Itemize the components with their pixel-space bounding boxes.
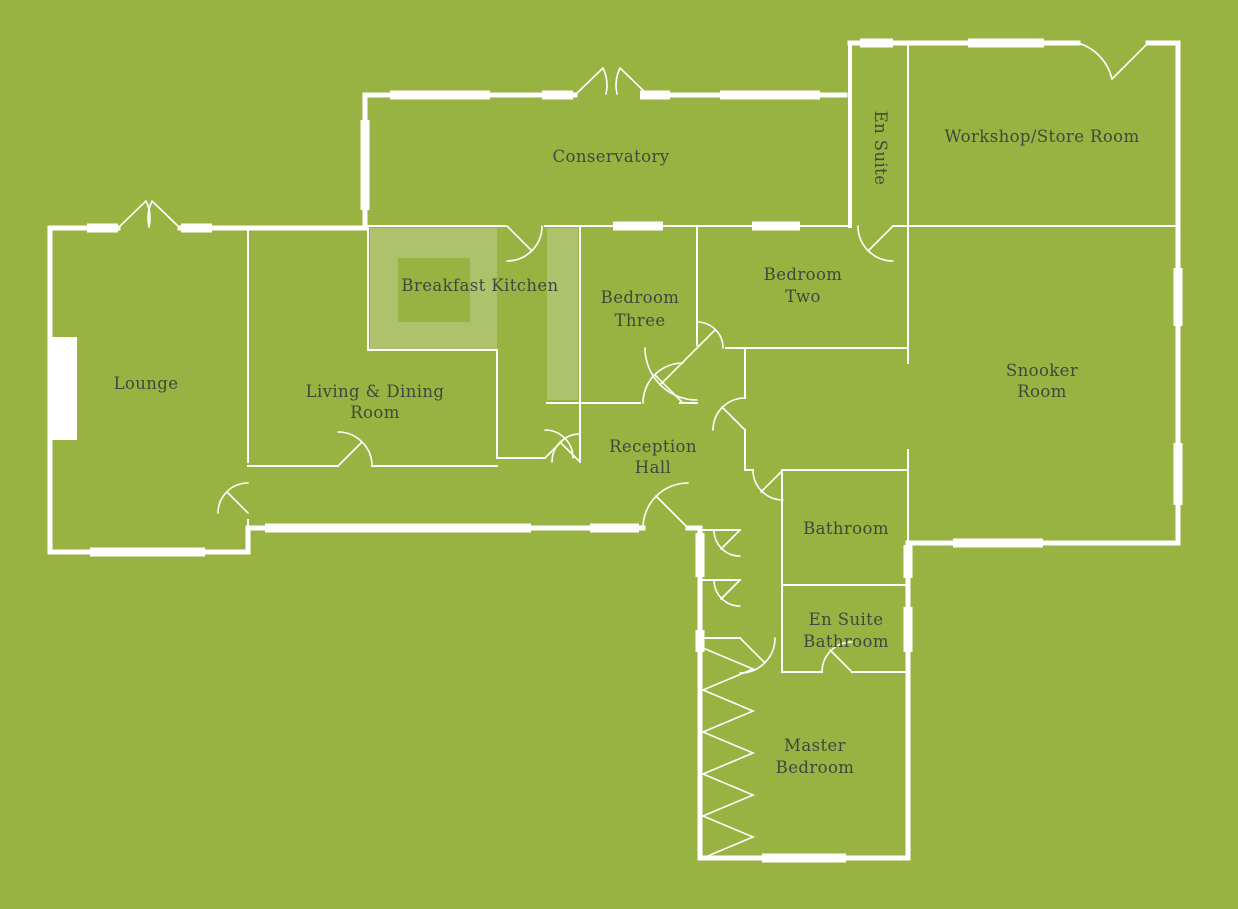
room-label-ensuite-bathroom-2: Bathroom (803, 632, 889, 651)
window-bar (762, 853, 846, 863)
room-label-master-bedroom-1: Master (784, 736, 846, 755)
room-label-bedroom-two-1: Bedroom (764, 265, 843, 284)
master-bedroom-door (739, 637, 776, 674)
wardrobe-bifold-doors (700, 647, 756, 859)
cupboard-door-2 (713, 579, 741, 607)
window-bar (860, 38, 893, 48)
interior-walls (247, 42, 1179, 673)
room-label-snooker-2: Room (1017, 382, 1067, 401)
window-bar (695, 533, 705, 577)
window-bar (695, 630, 705, 652)
window-bar (1173, 443, 1183, 505)
inner-hall-door (712, 397, 746, 431)
french-doors-conservatory (574, 67, 649, 96)
window-bar (752, 221, 800, 231)
conservatory-kitchen-door (506, 225, 543, 262)
window-bar (613, 221, 663, 231)
room-label-living-dining-2: Room (350, 403, 400, 422)
kitchen-double-doors (544, 429, 581, 463)
lounge-door (217, 482, 249, 514)
room-label-ensuite-bathroom-1: En Suite (809, 610, 884, 629)
room-labels: Lounge Living & Dining Room Breakfast Ki… (114, 111, 1140, 777)
hall-corridor-door (644, 347, 698, 401)
kitchen-counter-strip (547, 228, 578, 400)
bathroom-door (752, 469, 784, 501)
window-bar (953, 538, 1043, 548)
room-label-reception-2: Hall (635, 458, 671, 477)
french-doors-lounge (117, 200, 181, 229)
window-bar (590, 523, 639, 533)
window-bar (390, 90, 490, 100)
window-bar (1173, 268, 1183, 326)
window-bar (542, 90, 573, 100)
door-swings (117, 42, 1149, 859)
window-bar (640, 90, 670, 100)
window-bar (87, 223, 118, 233)
ensuite-door (857, 225, 894, 262)
room-label-living-dining-1: Living & Dining (306, 382, 445, 401)
windows (87, 38, 1183, 863)
bedroom-three-door (642, 362, 684, 404)
workshop-door (1077, 42, 1149, 80)
window-bar (360, 120, 370, 210)
room-label-snooker-1: Snooker (1006, 361, 1078, 380)
room-label-master-bedroom-2: Bedroom (776, 758, 855, 777)
ensuite-bathroom-door (821, 641, 853, 673)
room-label-bedroom-three-1: Bedroom (601, 288, 680, 307)
room-label-conservatory: Conservatory (552, 147, 669, 166)
kitchen-counter-cutout (398, 258, 470, 322)
room-label-breakfast-kitchen: Breakfast Kitchen (401, 276, 558, 295)
kitchen-counter-areas (370, 228, 578, 400)
cupboard-door-1 (713, 529, 741, 557)
interior-wall-path (247, 42, 1179, 673)
window-bar (903, 607, 913, 652)
room-label-bathroom: Bathroom (803, 519, 889, 538)
window-bar (181, 223, 212, 233)
room-label-lounge: Lounge (114, 374, 179, 393)
window-bar (720, 90, 820, 100)
window-bar (265, 523, 531, 533)
bedroom-two-door (696, 321, 724, 349)
room-label-bedroom-three-2: Three (614, 311, 665, 330)
room-label-en-suite: En Suite (871, 111, 890, 186)
front-door (642, 482, 689, 529)
window-bar (90, 547, 205, 557)
window-bar (968, 38, 1044, 48)
living-dining-door (337, 431, 373, 467)
window-bar (903, 545, 913, 578)
room-label-workshop: Workshop/Store Room (944, 127, 1139, 146)
room-label-reception-1: Reception (609, 437, 697, 456)
chimney-breast (50, 337, 77, 440)
room-label-bedroom-two-2: Two (785, 287, 821, 306)
